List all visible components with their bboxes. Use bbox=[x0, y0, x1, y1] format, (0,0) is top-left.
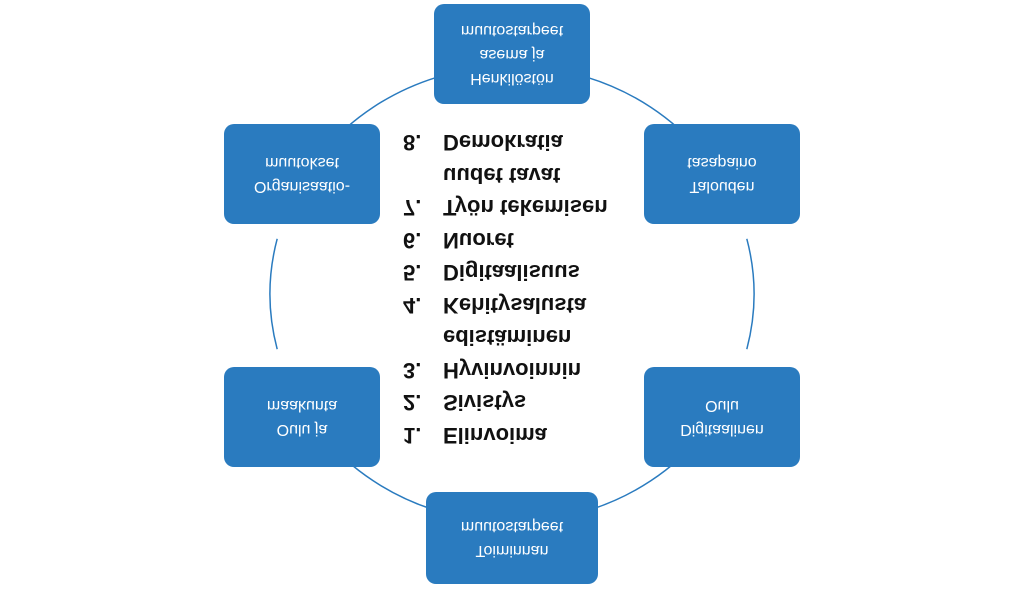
node-talouden-tasapaino: Talouden tasapaino bbox=[644, 124, 800, 224]
node-line: tasapaino bbox=[687, 154, 757, 171]
list-text: edistäminen bbox=[443, 325, 572, 351]
list-item: 1. Elinvoima bbox=[403, 419, 608, 452]
node-line: Toiminnan bbox=[475, 542, 549, 559]
list-number: 6. bbox=[403, 228, 422, 253]
list-number: 2. bbox=[403, 390, 422, 416]
node-line: muutostarpeet bbox=[460, 518, 564, 535]
list-text: Hyvinvoinnin bbox=[443, 358, 582, 383]
node-line: Henkilöstön bbox=[470, 70, 554, 87]
list-text: Kehitysalusta bbox=[443, 293, 587, 318]
list-text: Sivistys bbox=[443, 390, 527, 416]
list-number: 1. bbox=[403, 423, 422, 448]
priority-list: 1. Elinvoima 2. Sivistys 3. Hyvinvoinnin… bbox=[403, 126, 608, 451]
list-number: 5. bbox=[403, 260, 422, 286]
list-item: 4. Kehitysalusta bbox=[403, 289, 608, 322]
list-number: 3. bbox=[403, 358, 422, 383]
list-number: 8. bbox=[403, 130, 422, 156]
node-line: Talouden bbox=[689, 178, 755, 195]
node-line: asema ja bbox=[479, 46, 545, 63]
node-toiminnan-muutostarpeet: Toiminnan muutostarpeet bbox=[426, 492, 598, 584]
list-item: 2. Sivistys bbox=[403, 386, 608, 419]
list-item: 6. Nuoret bbox=[403, 224, 608, 257]
list-item: 5. Digitaalisuus bbox=[403, 256, 608, 289]
list-text: Työn tekemisen bbox=[443, 195, 608, 221]
node-digitaalinen-oulu: Digitaalinen Oulu bbox=[644, 367, 800, 467]
node-line: Digitaalinen bbox=[680, 421, 764, 438]
list-text: Nuoret bbox=[443, 228, 514, 253]
list-text: Elinvoima bbox=[443, 423, 547, 448]
node-line: Oulu ja bbox=[276, 421, 328, 438]
list-item: 7. Työn tekemisen uudet tavat bbox=[403, 159, 608, 224]
node-line: muutostarpeet bbox=[460, 22, 564, 39]
node-line: Oulu bbox=[705, 397, 739, 414]
node-henkiloston-asema: Henkilöstön asema ja muutostarpeet bbox=[434, 4, 590, 104]
connector-arc bbox=[746, 238, 755, 350]
list-number: 4. bbox=[403, 293, 422, 318]
node-oulu-ja-maakunta: Oulu ja maakunta bbox=[224, 367, 380, 467]
list-text: uudet tavat bbox=[443, 163, 561, 188]
list-text: Demokratia bbox=[443, 130, 563, 156]
node-line: muutokset bbox=[265, 154, 339, 171]
list-item: 3. Hyvinvoinnin edistäminen bbox=[403, 321, 608, 386]
node-line: Organisaatio- bbox=[253, 178, 351, 195]
connector-arc bbox=[269, 238, 278, 350]
node-line: maakunta bbox=[266, 397, 338, 414]
list-text: Digitaalisuus bbox=[443, 260, 580, 286]
list-item: 8. Demokratia bbox=[403, 126, 608, 159]
list-number: 7. bbox=[403, 195, 422, 221]
node-organisaatiomuutokset: Organisaatio- muutokset bbox=[224, 124, 380, 224]
